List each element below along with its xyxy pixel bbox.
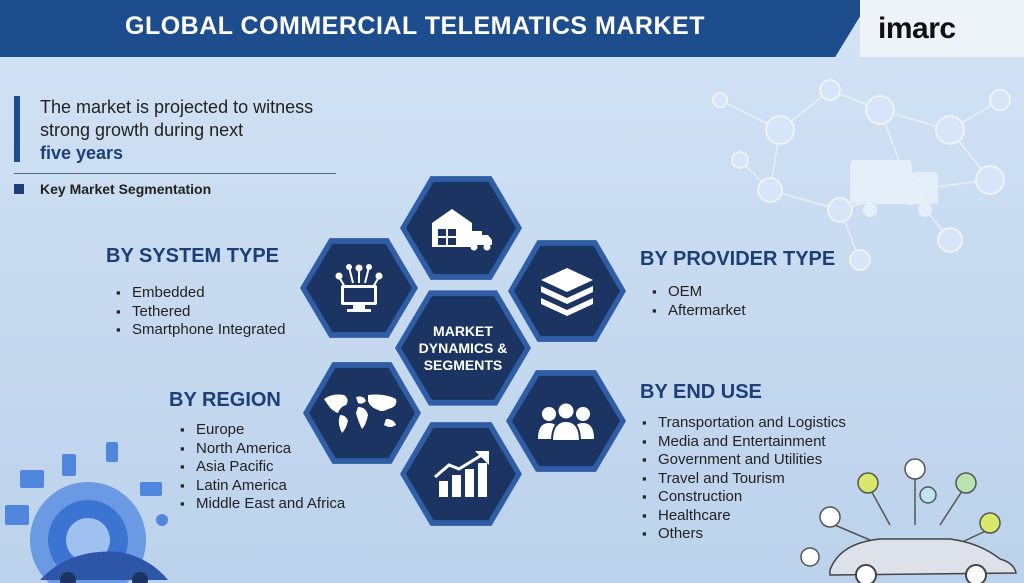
system-type-list: Embedded Tethered Smartphone Integrated	[116, 284, 285, 340]
intro-statement: The market is projected to witness stron…	[14, 96, 380, 163]
region-title: BY REGION	[169, 389, 281, 411]
connected-car-graphic-left	[5, 442, 168, 583]
boxes-icon	[541, 268, 593, 316]
intro-line-1: The market is projected to witness	[40, 97, 314, 117]
hex-bottom	[400, 420, 522, 528]
world-map-icon	[324, 394, 397, 433]
hex-center: MARKET DYNAMICS & SEGMENTS	[395, 288, 531, 408]
intro-highlight: five years	[40, 143, 124, 163]
key-segmentation-text: Key Market Segmentation	[40, 181, 212, 197]
list-item: Construction	[642, 488, 846, 507]
list-item: Europe	[180, 421, 345, 440]
list-item: OEM	[652, 283, 746, 302]
logo-area: imarc	[860, 0, 1024, 57]
region-list: Europe North America Asia Pacific Latin …	[180, 421, 345, 514]
intro-line-2: strong growth during next	[40, 120, 244, 140]
list-item: Asia Pacific	[180, 458, 345, 477]
list-item: Transportation and Logistics	[642, 414, 846, 433]
hex-right-top	[508, 238, 626, 344]
square-bullet-icon	[14, 184, 24, 194]
page-title: GLOBAL COMMERCIAL TELEMATICS MARKET	[125, 12, 705, 40]
center-line-1: MARKET	[433, 322, 493, 339]
list-item: Healthcare	[642, 507, 846, 526]
hex-right-bottom	[506, 368, 626, 474]
network-monitor-icon	[335, 264, 383, 312]
imarc-logo: imarc	[878, 12, 956, 45]
hex-left-bottom	[303, 360, 421, 466]
title-bar: GLOBAL COMMERCIAL TELEMATICS MARKET	[0, 0, 870, 57]
people-icon	[538, 401, 594, 441]
center-line-3: SEGMENTS	[423, 356, 503, 373]
network-background-graphic	[712, 79, 1011, 271]
list-item: Others	[642, 525, 846, 544]
connected-car-graphic-right	[800, 458, 1017, 583]
hex-left-top	[300, 236, 418, 340]
list-item: Aftermarket	[652, 302, 746, 321]
growth-chart-icon	[434, 451, 489, 497]
list-item: Tethered	[116, 303, 285, 322]
list-item: Media and Entertainment	[642, 433, 846, 452]
divider	[14, 173, 336, 174]
list-item: Embedded	[116, 284, 285, 303]
system-type-title: BY SYSTEM TYPE	[106, 245, 280, 267]
provider-type-list: OEM Aftermarket	[652, 283, 746, 320]
hex-top	[400, 174, 522, 282]
list-item: North America	[180, 440, 345, 459]
list-item: Government and Utilities	[642, 451, 846, 470]
list-item: Latin America	[180, 477, 345, 496]
key-segmentation-label: Key Market Segmentation	[14, 181, 211, 197]
list-item: Travel and Tourism	[642, 470, 846, 489]
end-use-title: BY END USE	[640, 381, 762, 403]
list-item: Middle East and Africa	[180, 495, 345, 514]
provider-type-title: BY PROVIDER TYPE	[640, 248, 836, 270]
warehouse-truck-icon	[432, 209, 492, 251]
list-item: Smartphone Integrated	[116, 321, 285, 340]
center-line-2: DYNAMICS &	[418, 339, 508, 356]
end-use-list: Transportation and Logistics Media and E…	[642, 414, 846, 544]
